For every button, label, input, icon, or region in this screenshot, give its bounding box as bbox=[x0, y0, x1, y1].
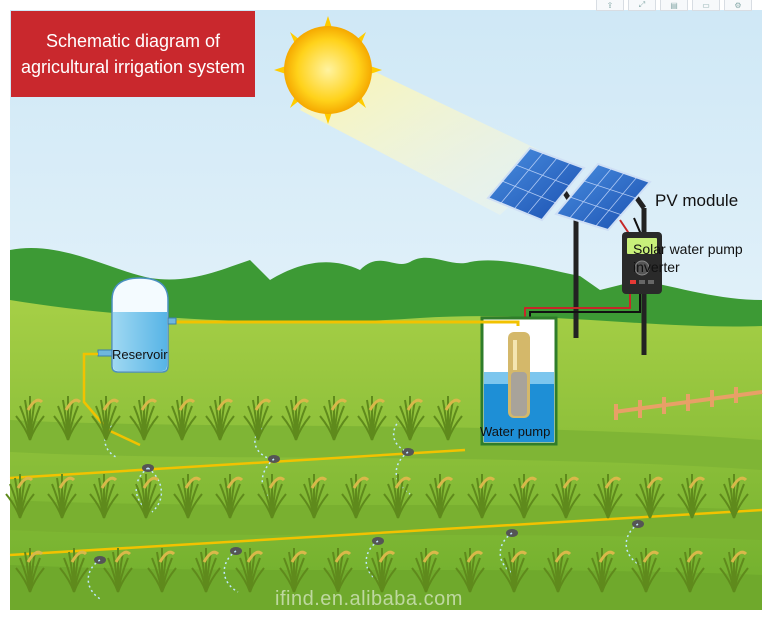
crop-plant bbox=[383, 474, 413, 519]
crop-plant bbox=[587, 548, 617, 593]
field-band-2 bbox=[10, 500, 762, 540]
crop-plant bbox=[367, 548, 397, 593]
crop-plant bbox=[91, 396, 121, 441]
crop-plant bbox=[395, 396, 425, 441]
crop-plant bbox=[131, 474, 161, 519]
crop-plant bbox=[551, 474, 581, 519]
gear-icon[interactable]: ⚙ bbox=[724, 0, 752, 11]
crop-plant bbox=[129, 396, 159, 441]
field-band-1 bbox=[10, 420, 762, 470]
inverter-icon bbox=[622, 232, 662, 294]
crop-plant bbox=[257, 474, 287, 519]
crop-plant bbox=[243, 396, 273, 441]
crop-plant bbox=[433, 396, 463, 441]
crop-plant bbox=[15, 548, 45, 593]
pv-module-label: PV module bbox=[655, 191, 739, 210]
window-icon[interactable]: ▭ bbox=[692, 0, 720, 11]
pv-module-icon bbox=[486, 146, 652, 232]
crop-plant bbox=[425, 474, 455, 519]
crop-plant bbox=[719, 548, 749, 593]
crops bbox=[5, 395, 749, 593]
crop-plant bbox=[675, 548, 705, 593]
crop-plant bbox=[411, 548, 441, 593]
crop-plant bbox=[279, 548, 309, 593]
crop-plant bbox=[341, 474, 371, 519]
crop-plant bbox=[281, 396, 311, 441]
image-toolbar: ⇪ ⤢ ▤ ▭ ⚙ bbox=[596, 0, 752, 11]
crop-plant bbox=[147, 548, 177, 593]
crop-plant bbox=[47, 474, 77, 519]
crop-plant bbox=[499, 548, 529, 593]
crop-plant bbox=[299, 474, 329, 519]
water-pump-icon bbox=[508, 332, 530, 418]
crop-plant bbox=[467, 474, 497, 519]
main-pipe bbox=[170, 320, 520, 326]
crop-plant bbox=[357, 396, 387, 441]
diagram-title: Schematic diagram of agricultural irriga… bbox=[11, 11, 255, 97]
crop-plant bbox=[509, 474, 539, 519]
sun-icon bbox=[274, 16, 382, 124]
crop-plant bbox=[455, 548, 485, 593]
watermark: ifind.en.alibaba.com bbox=[275, 588, 463, 610]
crop-plant bbox=[543, 548, 573, 593]
crop-plant bbox=[631, 548, 661, 593]
inverter-label: Solar water pump inverter bbox=[633, 241, 743, 275]
fence bbox=[613, 387, 763, 420]
crop-plant bbox=[89, 474, 119, 519]
drip-pipes bbox=[9, 352, 763, 557]
reservoir-icon bbox=[97, 277, 177, 373]
share-icon[interactable]: ⇪ bbox=[596, 0, 624, 11]
expand-icon[interactable]: ⤢ bbox=[628, 0, 656, 11]
sun-beam bbox=[300, 55, 560, 215]
title-line-2: agricultural irrigation system bbox=[20, 57, 246, 77]
crop-plant bbox=[5, 474, 35, 519]
crop-plant bbox=[205, 396, 235, 441]
reservoir-label: Reservoir bbox=[112, 347, 168, 362]
water-pump-label: Water pump bbox=[480, 424, 551, 439]
crop-plant bbox=[319, 396, 349, 441]
crop-plant bbox=[15, 396, 45, 441]
crop-plant bbox=[235, 548, 265, 593]
crop-plant bbox=[191, 548, 221, 593]
crop-plant bbox=[167, 395, 197, 441]
crop-plant bbox=[103, 548, 133, 593]
crop-plant bbox=[719, 474, 749, 519]
layers-icon[interactable]: ▤ bbox=[660, 0, 688, 11]
crop-plant bbox=[635, 474, 665, 519]
crop-plant bbox=[215, 474, 245, 519]
crop-plant bbox=[173, 474, 203, 519]
title-line-1: Schematic diagram of bbox=[45, 31, 221, 51]
crop-plant bbox=[677, 474, 707, 519]
crop-plant bbox=[59, 548, 89, 593]
crop-plant bbox=[323, 548, 353, 593]
crop-plant bbox=[53, 396, 83, 441]
crop-plant bbox=[593, 474, 623, 519]
